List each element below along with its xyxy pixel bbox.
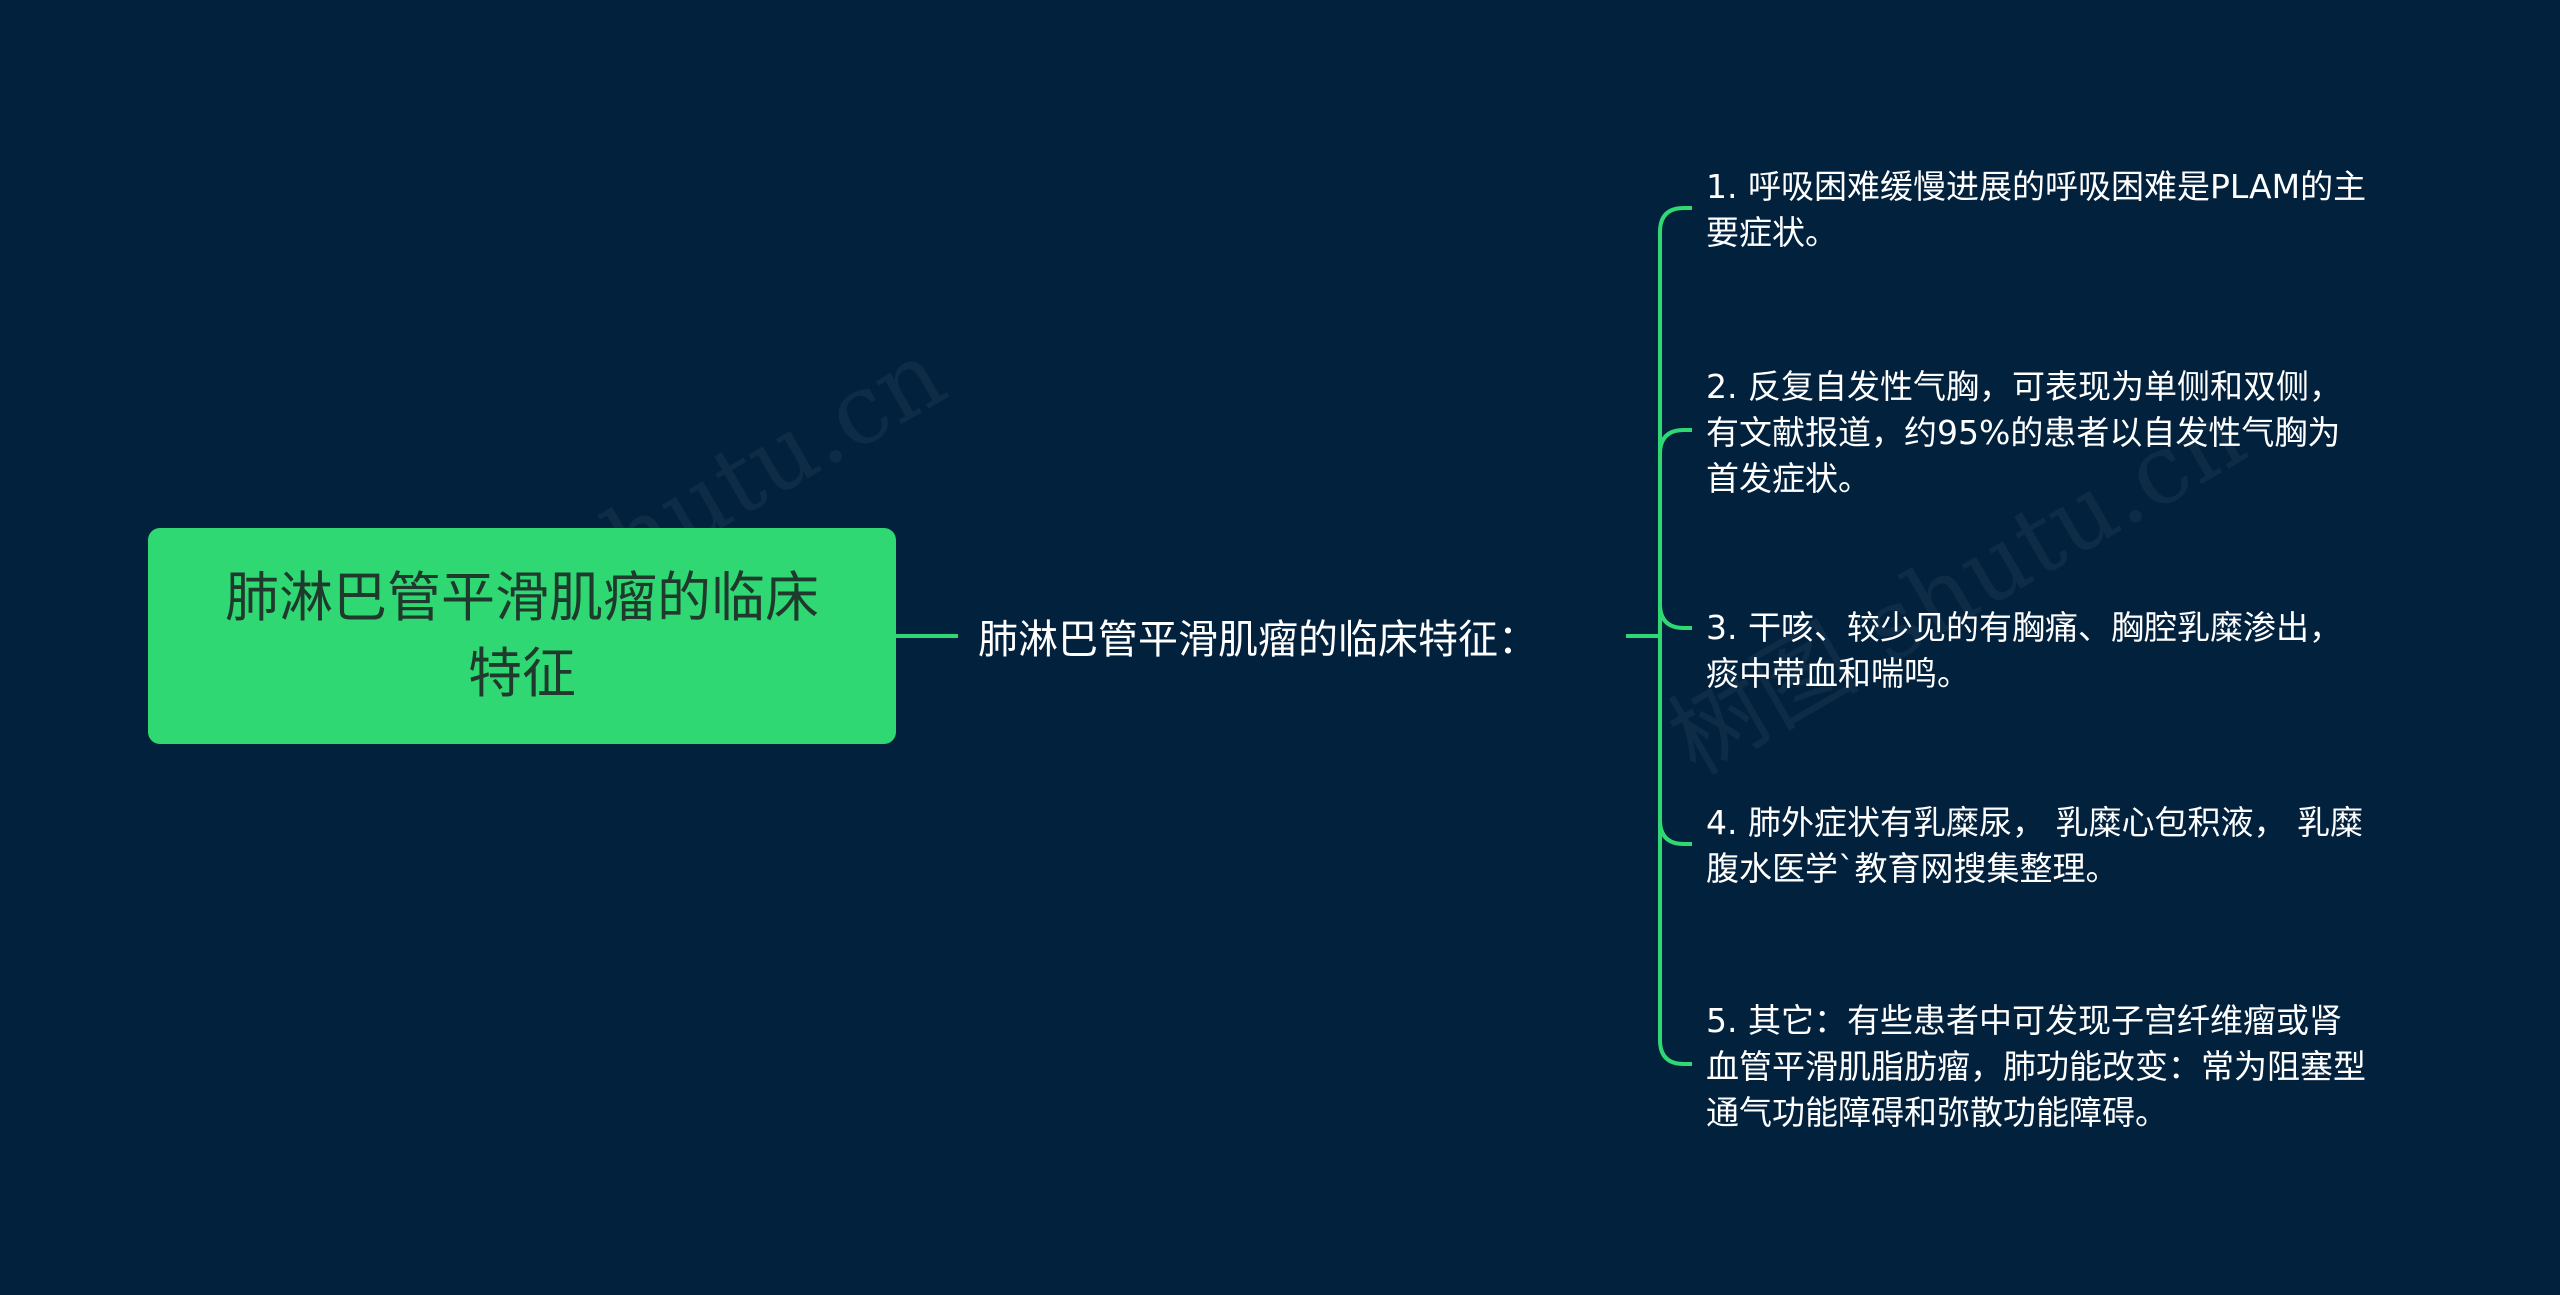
leaf-line: 1. 呼吸困难缓慢进展的呼吸困难是PLAM的主 xyxy=(1706,167,2367,206)
leaf-topic-3[interactable]: 3. 干咳、较少见的有胸痛、胸腔乳糜渗出， 痰中带血和喘鸣。 xyxy=(1706,605,2416,697)
leaf-line: 痰中带血和喘鸣。 xyxy=(1706,654,1970,693)
leaf-connector-5 xyxy=(1658,1039,1692,1066)
leaf-line: 要症状。 xyxy=(1706,213,1838,252)
leaf-topic-5[interactable]: 5. 其它：有些患者中可发现子宫纤维瘤或肾 血管平滑肌脂肪瘤，肺功能改变：常为阻… xyxy=(1706,998,2416,1136)
leaf-topic-4[interactable]: 4. 肺外症状有乳糜尿， 乳糜心包积液， 乳糜 腹水医学`教育网搜集整理。 xyxy=(1706,800,2416,892)
root-topic-line: 肺淋巴管平滑肌瘤的临床 xyxy=(225,566,819,629)
leaf-line: 5. 其它：有些患者中可发现子宫纤维瘤或肾 xyxy=(1706,1001,2342,1040)
leaf-topic-2[interactable]: 2. 反复自发性气胸，可表现为单侧和双侧， 有文献报道，约95%的患者以自发性气… xyxy=(1706,364,2416,502)
root-topic-text: 肺淋巴管平滑肌瘤的临床 特征 xyxy=(225,560,819,712)
branch-topic-node[interactable]: 肺淋巴管平滑肌瘤的临床特征： xyxy=(978,600,1538,672)
leaf-line: 血管平滑肌脂肪瘤，肺功能改变：常为阻塞型 xyxy=(1706,1047,2366,1086)
root-topic-node[interactable]: 肺淋巴管平滑肌瘤的临床 特征 xyxy=(148,528,896,744)
leaf-line: 2. 反复自发性气胸，可表现为单侧和双侧， xyxy=(1706,367,2342,406)
leaf-line: 首发症状。 xyxy=(1706,459,1871,498)
branch-topic-label: 肺淋巴管平滑肌瘤的临床特征： xyxy=(978,617,1538,663)
leaf-connector-3 xyxy=(1658,603,1692,630)
root-topic-line: 特征 xyxy=(468,642,576,705)
leaf-line: 通气功能障碍和弥散功能障碍。 xyxy=(1706,1093,2168,1132)
leaf-line: 3. 干咳、较少见的有胸痛、胸腔乳糜渗出， xyxy=(1706,608,2342,647)
leaf-connector-4 xyxy=(1658,819,1692,846)
leaf-line: 腹水医学`教育网搜集整理。 xyxy=(1706,849,2119,888)
leaf-line: 4. 肺外症状有乳糜尿， 乳糜心包积液， 乳糜 xyxy=(1706,803,2363,842)
leaf-line: 有文献报道，约95%的患者以自发性气胸为 xyxy=(1706,413,2341,452)
leaf-topic-1[interactable]: 1. 呼吸困难缓慢进展的呼吸困难是PLAM的主 要症状。 xyxy=(1706,164,2416,256)
leaf-connector-1 xyxy=(1658,206,1692,233)
leaf-connector-2 xyxy=(1658,428,1692,455)
